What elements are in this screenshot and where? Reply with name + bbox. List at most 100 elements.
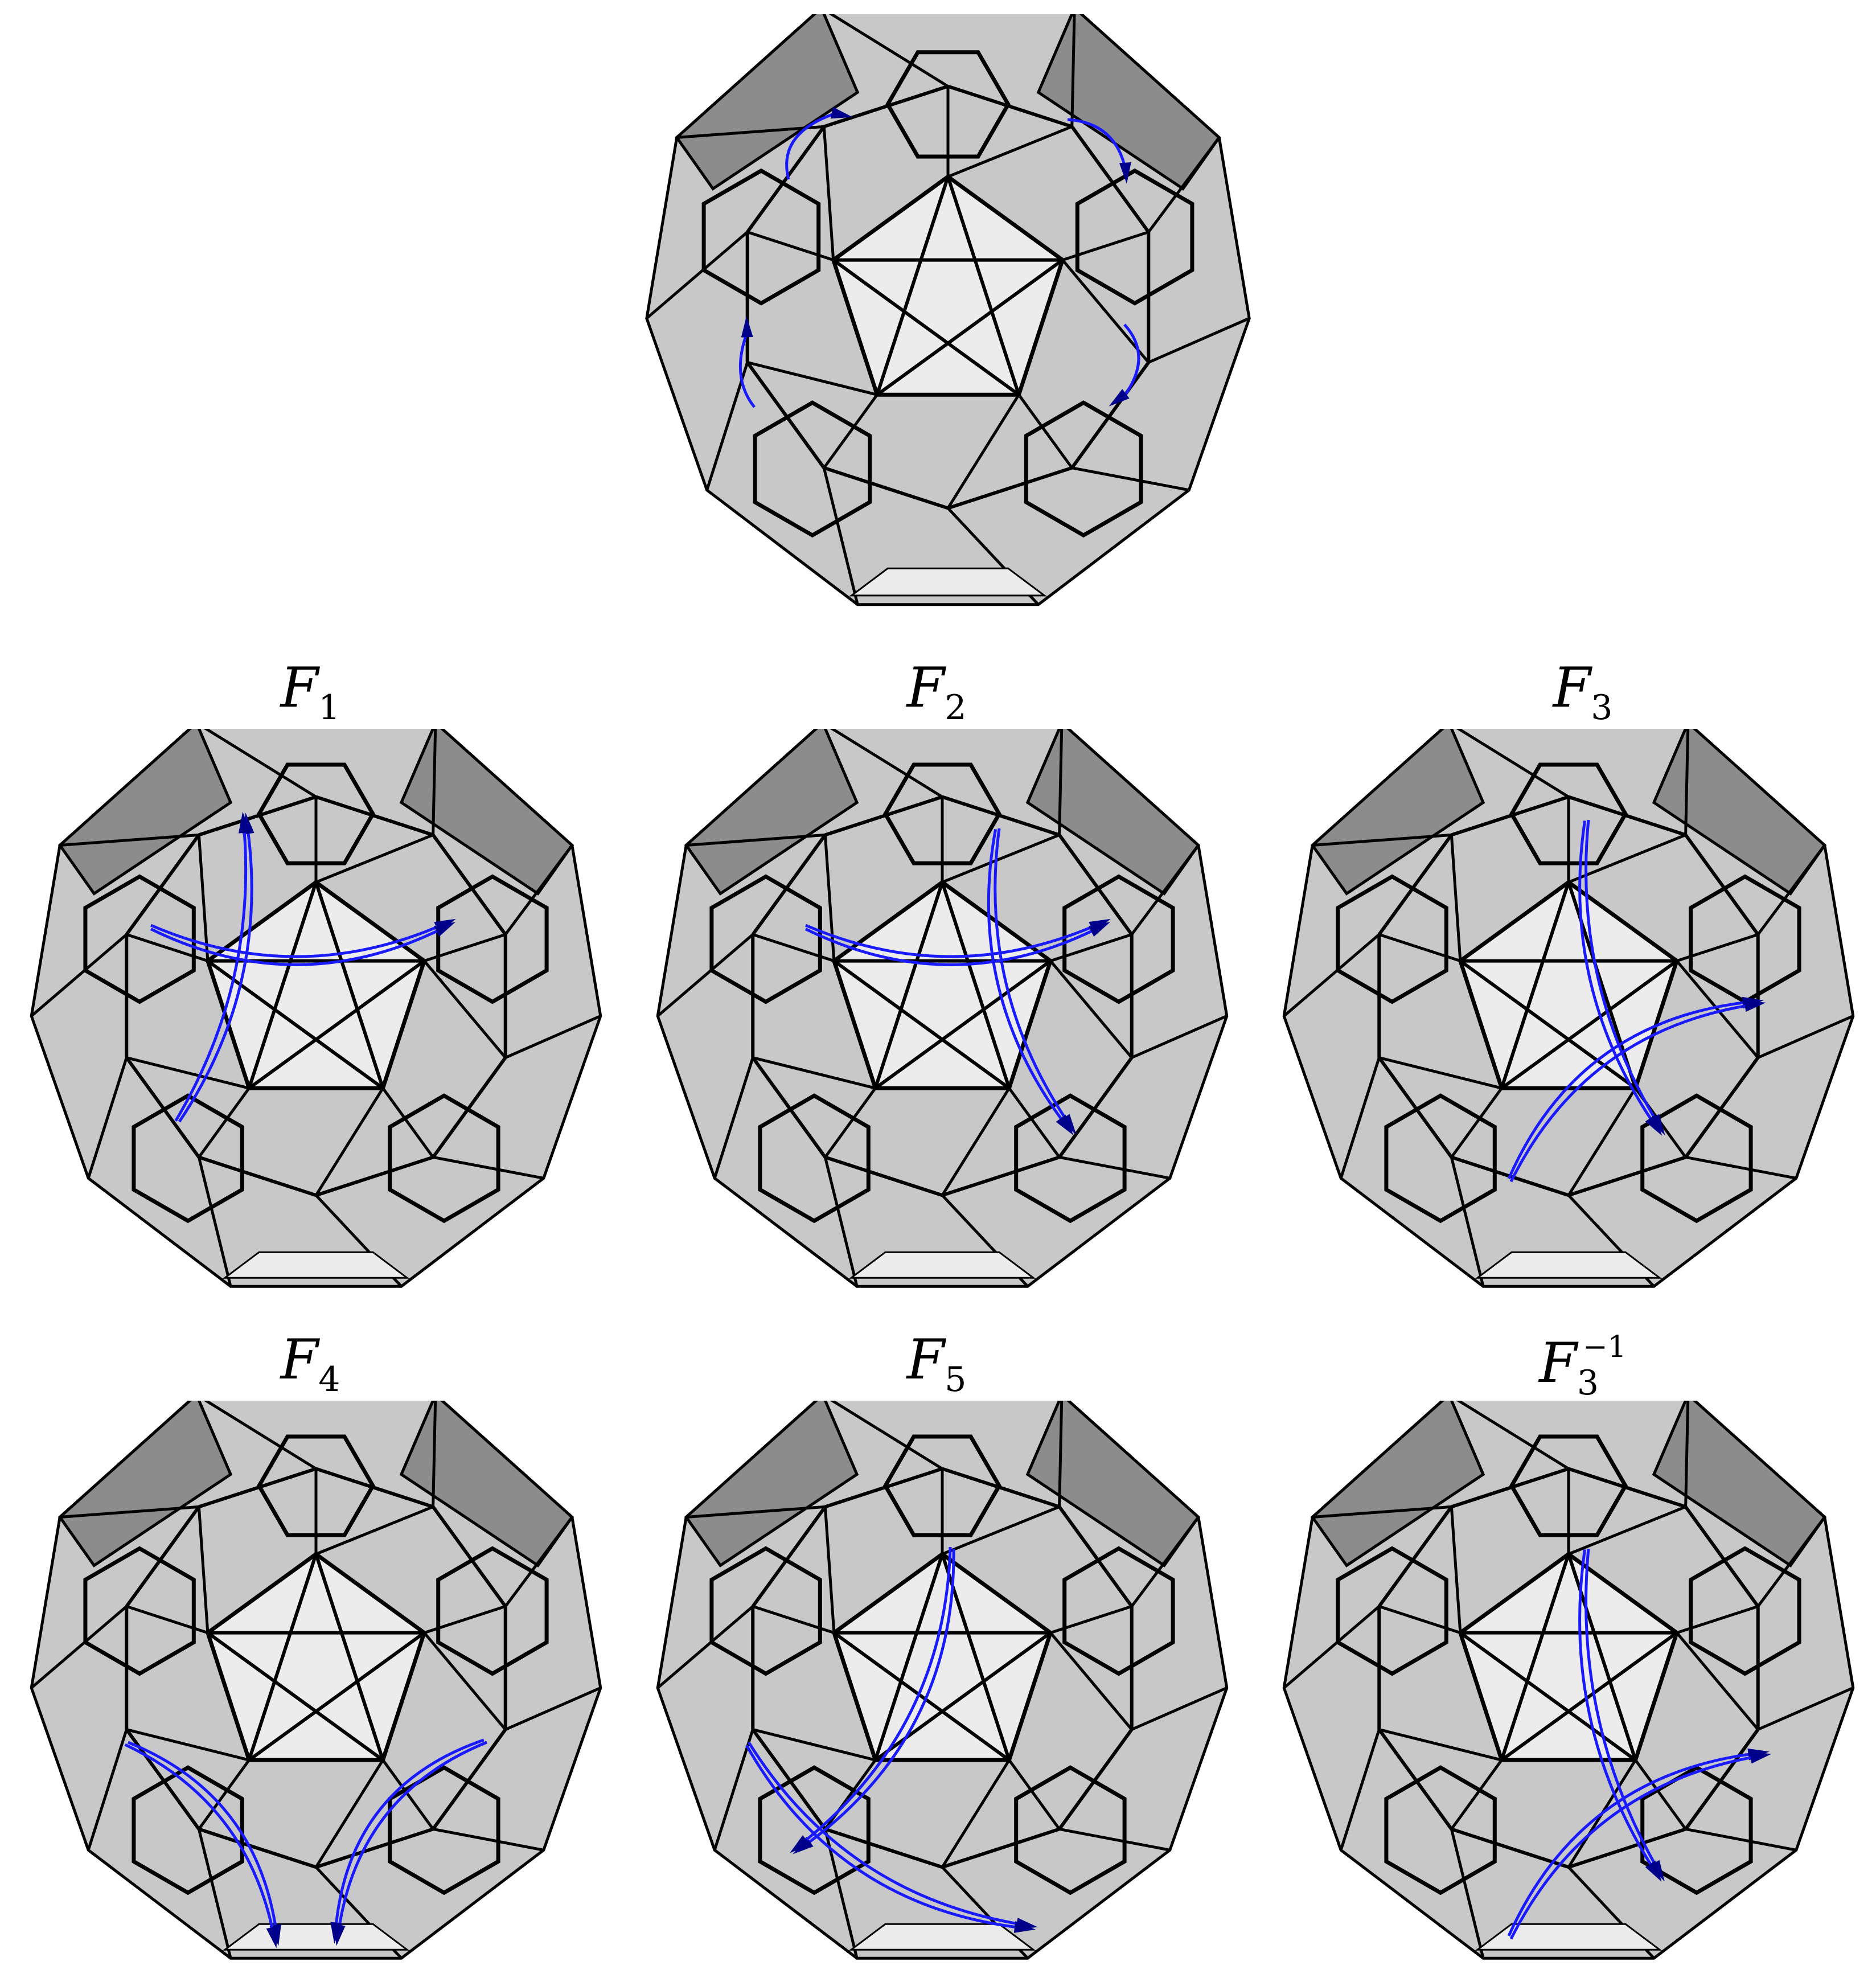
spoke-edge xyxy=(126,1056,250,1090)
arrow-head xyxy=(830,106,853,119)
ring-edge xyxy=(432,1728,507,1831)
star-edge xyxy=(833,959,1011,1090)
label-f5: F5 xyxy=(766,1332,1107,1397)
spoke-edge xyxy=(1049,1632,1133,1731)
puzzle-body xyxy=(656,1401,1229,1960)
label-f1: F1 xyxy=(139,660,481,725)
puzzle-body xyxy=(645,14,1251,606)
star-edge xyxy=(1500,1553,1570,1761)
center-pentagon xyxy=(831,1552,1053,1762)
outer-edge xyxy=(203,1401,317,1470)
label-f2: F2 xyxy=(766,660,1107,725)
rotation-arrow xyxy=(1067,118,1131,184)
puzzle-body xyxy=(656,729,1229,1288)
outer-edge xyxy=(705,362,749,491)
spoke-edge xyxy=(1061,258,1150,364)
star-edge xyxy=(207,959,384,1090)
arrow-head xyxy=(1089,922,1111,937)
label-f5-base: F xyxy=(906,1328,945,1392)
spoke-edge xyxy=(198,1759,251,1830)
spoke-edge xyxy=(197,1507,210,1633)
outer-edge xyxy=(656,933,754,1017)
outer-edge xyxy=(432,729,437,835)
arrow-path xyxy=(128,1741,278,1931)
spoke-edge xyxy=(823,1507,836,1633)
outer-edge xyxy=(1070,14,1076,127)
outer-edge xyxy=(1283,1605,1380,1689)
spoke-edge xyxy=(1450,1507,1462,1633)
spoke-edge xyxy=(1634,1759,1687,1830)
outer-edge xyxy=(1685,1155,1797,1180)
ring-edge xyxy=(198,1155,317,1197)
outer-edge xyxy=(1283,933,1380,1017)
puzzle-f1-svg xyxy=(30,729,602,1288)
outer-edge xyxy=(504,1687,601,1731)
label-f2-sub: 2 xyxy=(945,688,967,728)
rotation-arrow xyxy=(1509,1000,1766,1183)
arrow-path xyxy=(178,828,253,1123)
spoke-edge xyxy=(1676,960,1759,1059)
outer-edge xyxy=(1059,1155,1171,1180)
star-edge xyxy=(314,1553,385,1761)
outer-edge xyxy=(433,1827,544,1852)
arrow-path xyxy=(1067,118,1126,166)
star-edge xyxy=(833,1631,1011,1762)
label-f1-base: F xyxy=(280,656,319,720)
outer-edge xyxy=(1130,844,1200,935)
ring-edge xyxy=(751,1728,827,1831)
arrow-path xyxy=(334,1738,485,1928)
arrow-path xyxy=(1123,323,1140,397)
outer-edge xyxy=(1684,729,1690,835)
dark-face xyxy=(399,1401,574,1568)
outer-edge xyxy=(1058,729,1064,835)
spoke-edge xyxy=(1062,231,1150,261)
rotation-arrow xyxy=(790,1546,952,1853)
outer-edge xyxy=(30,933,128,1017)
star-edge xyxy=(248,1631,425,1762)
arrow-path xyxy=(738,335,756,408)
ring-edge xyxy=(432,1056,507,1159)
rotation-arrow xyxy=(745,1745,1036,1933)
spoke-edge xyxy=(1050,933,1132,963)
ring-edge xyxy=(942,1467,1060,1509)
dark-face xyxy=(1036,14,1221,191)
spoke-edge xyxy=(197,835,210,961)
puzzle-f3-inverse xyxy=(1270,1401,1867,1981)
puzzle-body xyxy=(30,1401,602,1960)
puzzle-top xyxy=(623,14,1272,629)
outer-edge xyxy=(1757,1015,1854,1059)
bottom-face xyxy=(1475,1251,1662,1279)
arrow-head xyxy=(1645,1860,1662,1882)
arrow-path xyxy=(337,1741,487,1931)
outer-edge xyxy=(504,1015,601,1059)
dark-face xyxy=(1025,1401,1201,1568)
side-hexagon xyxy=(758,1765,871,1895)
puzzle-f4 xyxy=(9,1401,623,1981)
ring-edge xyxy=(751,834,827,936)
ring-edge xyxy=(198,1467,317,1509)
rotation-arrow xyxy=(1509,1751,1772,1940)
spoke-edge xyxy=(752,933,835,963)
spoke-edge xyxy=(1050,1605,1132,1635)
dark-face xyxy=(1652,1401,1827,1568)
ring-edge xyxy=(125,834,200,936)
ring-edge xyxy=(1568,1155,1686,1197)
arrow-head xyxy=(1056,1114,1074,1135)
rotation-arrow xyxy=(1578,820,1662,1136)
arrow-head xyxy=(1645,1114,1662,1136)
arrow-path xyxy=(174,827,248,1122)
ring-edge xyxy=(1377,834,1453,936)
puzzle-f4-svg xyxy=(30,1401,602,1960)
dark-face xyxy=(675,14,860,191)
ring-edge xyxy=(746,361,826,469)
side-hexagon xyxy=(1384,1765,1497,1895)
label-f3inv-sup: −1 xyxy=(1583,1330,1627,1364)
spoke-edge xyxy=(946,393,1020,509)
arrow-head xyxy=(266,1926,278,1948)
ring-edge xyxy=(125,1505,200,1608)
arrow-path xyxy=(1509,1003,1751,1183)
spoke-edge xyxy=(315,1505,434,1556)
ring-edge xyxy=(1684,1728,1760,1831)
spoke-edge xyxy=(1676,1632,1759,1731)
arrow-path xyxy=(801,1546,952,1845)
